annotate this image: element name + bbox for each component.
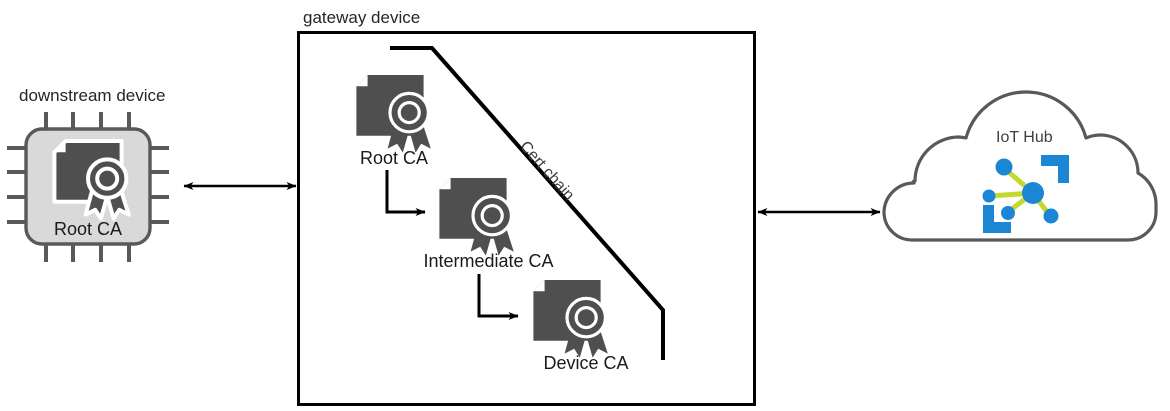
certificate-icon-intermediate xyxy=(439,178,514,256)
iot-hub-label: IoT Hub xyxy=(996,129,1053,146)
cert-chain-label: Cert chain xyxy=(516,138,578,204)
certificate-icon-device xyxy=(533,280,608,358)
gateway-intermediate-ca-label: Intermediate CA xyxy=(423,251,554,271)
gateway-root-ca-label: Root CA xyxy=(359,148,429,168)
cloud-shape xyxy=(882,90,1158,242)
downstream-root-ca-label: Root CA xyxy=(53,219,123,239)
cert-chain-bracket xyxy=(390,46,665,360)
connector-root-to-intermediate xyxy=(385,170,426,216)
downstream-device-caption: downstream device xyxy=(19,86,166,105)
certificate-icon-root xyxy=(356,75,431,153)
gateway-device-ca-label: Device CA xyxy=(543,353,629,373)
iot-hub-icon xyxy=(982,155,1069,233)
certificate-icon-downstream xyxy=(52,138,131,221)
connector-intermediate-to-device xyxy=(477,274,519,320)
gateway-device-caption: gateway device xyxy=(303,8,421,27)
gateway-device-box xyxy=(297,31,756,406)
